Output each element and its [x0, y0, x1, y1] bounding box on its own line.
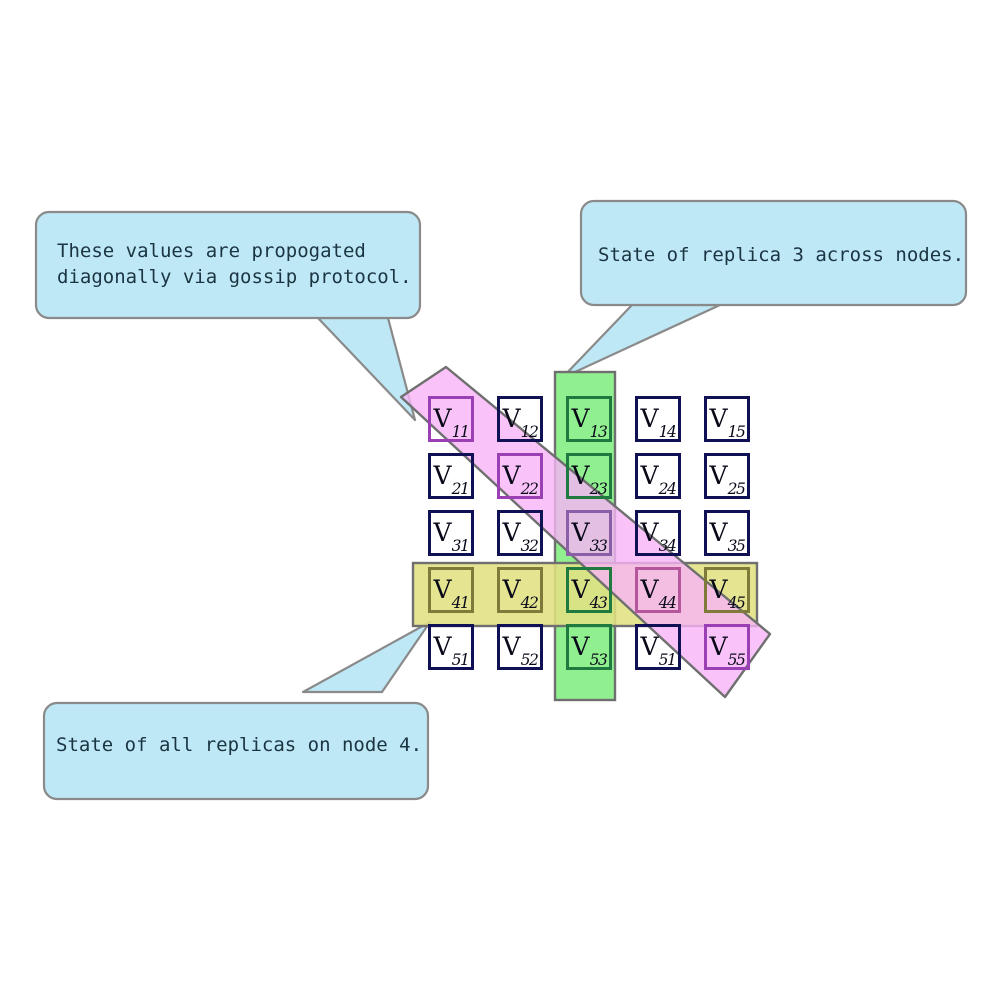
- grid-cell-11: V11: [428, 396, 474, 442]
- grid-cell-label: V43: [571, 574, 608, 613]
- callout-bubble-row: [42, 701, 430, 801]
- grid-cell-21: V21: [428, 453, 474, 499]
- grid-cell-33: V33: [566, 510, 612, 556]
- grid-cell-label: V41: [433, 574, 470, 613]
- callout-tail-row: [301, 620, 432, 694]
- grid-cell-label: V31: [433, 517, 470, 556]
- grid-cell-label: V22: [502, 460, 539, 499]
- grid-cell-24: V24: [635, 453, 681, 499]
- grid-cell-51: V51: [635, 624, 681, 670]
- grid-cell-label: V15: [709, 403, 746, 442]
- grid-cell-label: V51: [640, 631, 677, 670]
- grid-cell-22: V22: [497, 453, 543, 499]
- grid-cell-label: V42: [502, 574, 539, 613]
- callout-tail-diagonal: [316, 316, 417, 422]
- grid-cell-13: V13: [566, 396, 612, 442]
- grid-cell-41: V41: [428, 567, 474, 613]
- grid-cell-52: V52: [497, 624, 543, 670]
- grid-cell-44: V44: [635, 567, 681, 613]
- grid-cell-label: V35: [709, 517, 746, 556]
- grid-cell-15: V15: [704, 396, 750, 442]
- grid-cell-42: V42: [497, 567, 543, 613]
- callout-bubble-column: [579, 199, 968, 307]
- grid-cell-53: V53: [566, 624, 612, 670]
- grid-cell-label: V53: [571, 631, 608, 670]
- grid-cell-43: V43: [566, 567, 612, 613]
- callout-bubble-diagonal: [34, 210, 422, 320]
- grid-cell-label: V45: [709, 574, 746, 613]
- grid-cell-51: V51: [428, 624, 474, 670]
- grid-cell-label: V11: [433, 403, 470, 442]
- grid-cell-label: V51: [433, 631, 470, 670]
- grid-cell-label: V34: [640, 517, 677, 556]
- grid-cell-34: V34: [635, 510, 681, 556]
- grid-cell-55: V55: [704, 624, 750, 670]
- grid-cell-label: V21: [433, 460, 470, 499]
- grid-cell-label: V14: [640, 403, 677, 442]
- grid-cell-32: V32: [497, 510, 543, 556]
- grid-cell-label: V13: [571, 403, 608, 442]
- grid-cell-31: V31: [428, 510, 474, 556]
- grid-cell-label: V12: [502, 403, 539, 442]
- callout-tail-column: [560, 303, 722, 380]
- grid-cell-label: V44: [640, 574, 677, 613]
- diagonal-highlight-shape: [399, 365, 772, 699]
- row-highlight-band: [411, 561, 759, 628]
- grid-cell-label: V55: [709, 631, 746, 670]
- grid-cell-label: V23: [571, 460, 608, 499]
- grid-cell-23: V23: [566, 453, 612, 499]
- grid-cell-label: V25: [709, 460, 746, 499]
- grid-cell-14: V14: [635, 396, 681, 442]
- grid-cell-45: V45: [704, 567, 750, 613]
- grid-cell-label: V33: [571, 517, 608, 556]
- grid-cell-label: V52: [502, 631, 539, 670]
- grid-cell-label: V32: [502, 517, 539, 556]
- grid-cell-label: V24: [640, 460, 677, 499]
- grid-cell-25: V25: [704, 453, 750, 499]
- diagonal-highlight-group: [399, 365, 772, 699]
- grid-cell-35: V35: [704, 510, 750, 556]
- grid-cell-12: V12: [497, 396, 543, 442]
